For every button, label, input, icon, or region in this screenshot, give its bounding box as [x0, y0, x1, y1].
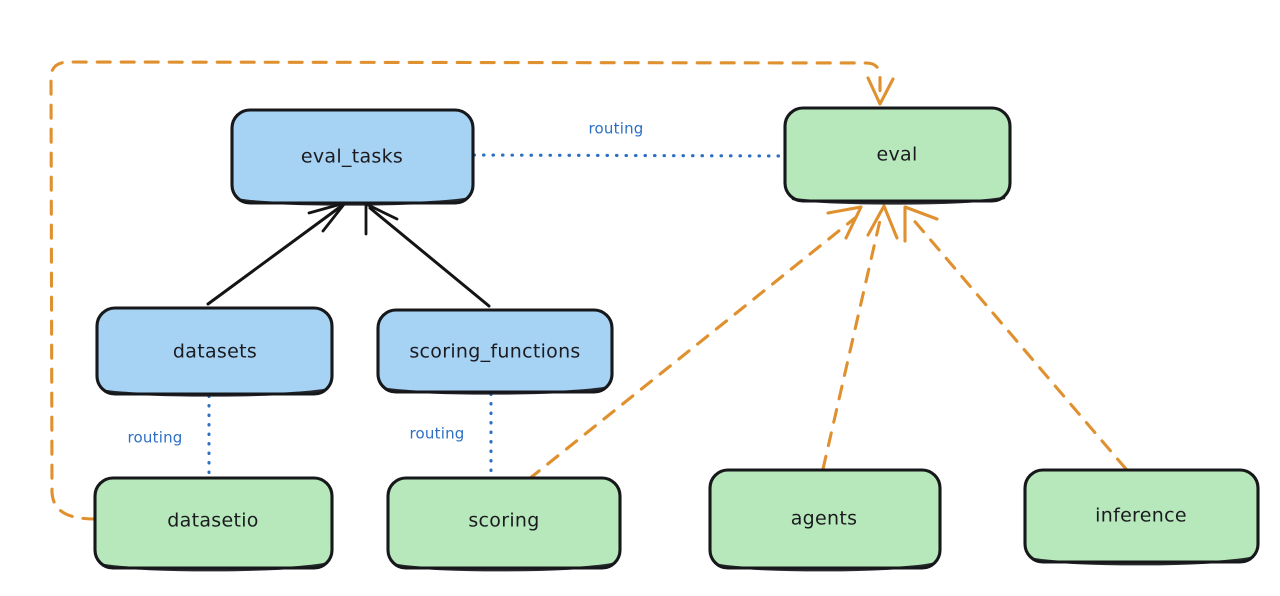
- edge-agents-eval-line: [821, 214, 883, 471]
- edge-agents-eval-arrowhead: [866, 204, 899, 240]
- node-eval-shape: [783, 106, 1012, 203]
- node-datasetio[interactable]: datasetio: [93, 476, 334, 572]
- edge-eval_tasks-eval-line: [472, 153, 786, 158]
- node-scoring_functions-shape: [376, 308, 614, 394]
- edge-eval_tasks-eval: routing: [472, 120, 786, 158]
- node-scoring-label: scoring: [468, 510, 539, 532]
- edge-scoringfn-eval_tasks: [364, 202, 491, 308]
- node-eval_tasks[interactable]: eval_tasks: [230, 108, 475, 206]
- node-inference[interactable]: inference: [1023, 468, 1260, 566]
- node-datasets[interactable]: datasets: [95, 306, 334, 397]
- edge-agents-eval: [821, 204, 899, 471]
- edge-inference-eval-arrowhead: [903, 205, 939, 243]
- node-datasetio-label: datasetio: [167, 510, 258, 532]
- node-inference-label: inference: [1095, 505, 1187, 527]
- edge-datasetio-eval: [49, 60, 895, 521]
- node-inference-shape: [1023, 468, 1260, 564]
- node-datasetio-shape: [93, 476, 334, 570]
- node-eval[interactable]: eval: [783, 106, 1012, 205]
- node-datasetio-sketch-accent: [101, 562, 327, 572]
- edge-scoringfn-scoring: routing: [410, 392, 493, 479]
- edge-scoringfn-eval_tasks-line: [368, 206, 491, 308]
- node-eval_tasks-sketch-accent: [239, 197, 468, 206]
- edge-inference-eval-line: [909, 215, 1128, 471]
- edge-datasetio-eval-arrowhead: [866, 76, 895, 106]
- edge-datasetio-eval-line: [49, 60, 882, 521]
- edge-datasets-eval_tasks: [206, 201, 347, 306]
- node-scoring-sketch-accent: [394, 562, 615, 572]
- node-datasets-sketch-accent: [103, 388, 327, 397]
- edge-scoring-eval-line: [527, 216, 857, 481]
- edge-label-routing-eval: routing: [589, 120, 644, 138]
- node-datasets-shape: [95, 306, 334, 396]
- edge-datasets-eval_tasks-line: [206, 205, 342, 306]
- node-scoring_functions-sketch-accent: [384, 386, 607, 395]
- edge-datasets-datasetio: routing: [128, 394, 211, 479]
- edge-label-routing-scoring: routing: [410, 425, 465, 443]
- node-inference-sketch-accent: [1031, 556, 1253, 566]
- node-agents[interactable]: agents: [708, 468, 942, 572]
- edge-label-routing-datasetio: routing: [128, 429, 183, 447]
- node-scoring_functions-label: scoring_functions: [409, 341, 580, 363]
- node-eval_tasks-shape: [230, 108, 475, 205]
- node-agents-label: agents: [791, 508, 858, 530]
- node-eval-label: eval: [876, 144, 917, 166]
- node-agents-sketch-accent: [716, 562, 935, 572]
- node-eval-sketch-accent: [791, 196, 1006, 205]
- node-scoring_functions[interactable]: scoring_functions: [376, 308, 614, 395]
- edge-scoring-eval-arrowhead: [826, 205, 863, 240]
- node-eval_tasks-label: eval_tasks: [301, 146, 403, 168]
- edge-scoring-eval: [527, 205, 863, 481]
- node-scoring-shape: [386, 476, 622, 570]
- node-datasets-label: datasets: [173, 341, 257, 363]
- node-scoring[interactable]: scoring: [386, 476, 622, 572]
- node-agents-shape: [708, 468, 942, 570]
- edge-inference-eval: [903, 205, 1128, 471]
